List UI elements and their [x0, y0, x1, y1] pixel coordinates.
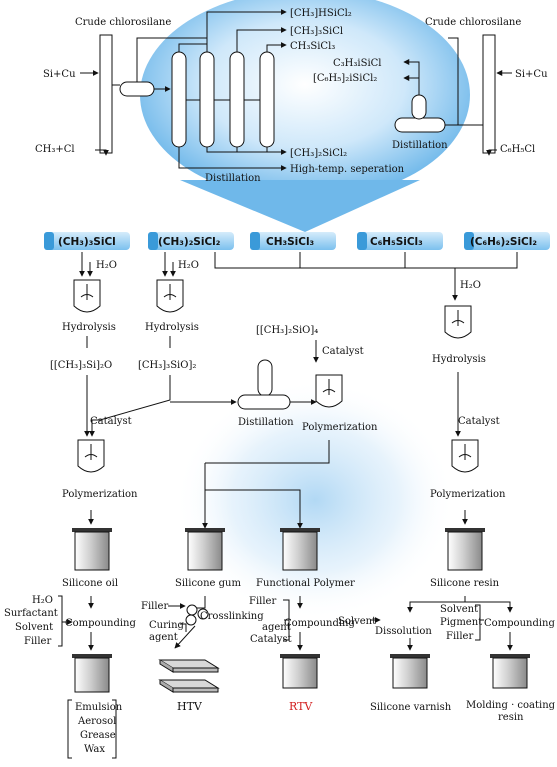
top-glow [140, 0, 470, 200]
oil-output-3: Wax [84, 744, 105, 755]
gum-curing-1: Curing [149, 620, 185, 631]
distillation-left-label: Distillation [205, 173, 261, 184]
fp-filler: Filler [249, 596, 276, 607]
crude-left-label: Crude chlorosilane [75, 17, 171, 28]
resin-compounding: Compounding [484, 618, 555, 629]
right-reactor [482, 34, 496, 154]
h2o-2: H₂O [178, 260, 199, 271]
svg-text:C₆H₅SiCl₃: C₆H₅SiCl₃ [370, 236, 423, 248]
hydrolysis-1: Hydrolysis [62, 322, 116, 333]
coating-label-2: resin [498, 712, 524, 723]
monomer-pill-1: (CH₃)₃SiCl [44, 232, 130, 250]
column-2 [199, 51, 215, 148]
monomer-pill-2: (CH₃)₂SiCl₂ [148, 232, 234, 250]
gum-curing-2: agent [149, 632, 178, 643]
gum-crosslinking: Crosslinking [200, 611, 264, 622]
drum-varnish [390, 654, 430, 689]
svg-text:(C₆H₆)₂SiCl₂: (C₆H₆)₂SiCl₂ [470, 236, 537, 248]
h2o-1: H₂O [96, 260, 117, 271]
oil-compounding: Compounding [65, 618, 136, 629]
center-glow [175, 380, 455, 620]
svg-text:(CH₃)₃SiCl: (CH₃)₃SiCl [58, 236, 116, 248]
fp-compounding: Compounding [284, 618, 355, 629]
svg-text:CH₃SiCl₃: CH₃SiCl₃ [266, 236, 315, 248]
left-reactor [99, 34, 113, 154]
oil-output-2: Grease [80, 730, 116, 741]
silicone-oil-label: Silicone oil [62, 578, 118, 589]
prod-3: CH₃SiCl₃ [290, 41, 335, 52]
drum-rtv [280, 654, 320, 689]
center-column [257, 359, 273, 397]
resin-solvent: Solvent [338, 616, 376, 627]
center-separator [237, 394, 291, 410]
prod-2: [CH₃]₃SiCl [290, 26, 343, 37]
c6h5cl-label: C₆H₅Cl [500, 144, 535, 155]
column-1 [171, 51, 187, 148]
oil-input-3: Filler [24, 636, 51, 647]
resin-input-1: Pigment [440, 617, 482, 628]
ph-1: C₃H₃iSiCl [333, 58, 382, 69]
drum-silicone-oil [72, 528, 112, 571]
ph-2: [C₆H₅]₂iSiCl₂ [313, 73, 377, 84]
hydrolysis-3: Hydrolysis [432, 354, 486, 365]
oil-output-0: Emulsion [75, 702, 123, 713]
roller-2 [197, 608, 209, 620]
crude-right-label: Crude chlorosilane [425, 17, 521, 28]
functional-polymer-label: Functional Polymer [256, 578, 355, 589]
svg-text:(CH₃)₂SiCl₂: (CH₃)₂SiCl₂ [158, 236, 221, 248]
monomer-pill-5: (C₆H₆)₂SiCl₂ [464, 232, 550, 250]
distillation-center: Distillation [238, 417, 294, 428]
drum-functional-polymer [280, 528, 320, 571]
catalyst-a: Catalyst [90, 416, 132, 427]
high-temp-label: High-temp. seperation [290, 164, 405, 175]
resin-input-0: Solvent [440, 604, 478, 615]
monomer-pill-3: CH₃SiCl₃ [250, 232, 336, 250]
silicone-resin-label: Silicone resin [430, 578, 500, 589]
silicone-gum-label: Silicone gum [175, 578, 241, 589]
monomer-pill-4: C₆H₅SiCl₃ [357, 232, 443, 250]
column-4 [259, 51, 275, 148]
funnel-arrow [180, 180, 420, 232]
drum-silicone-resin [445, 528, 485, 571]
gum-filler: Filler [141, 601, 168, 612]
oil-input-2: Solvent [15, 622, 53, 633]
prod-4: [CH₃]₂SiCl₂ [290, 148, 347, 159]
column-3 [229, 51, 245, 148]
fp-agent: agent [262, 622, 291, 633]
distillation-right-label: Distillation [392, 140, 448, 151]
resin-input-2: Filler [446, 631, 473, 642]
prod-1: [CH₃]HSiCl₂ [290, 8, 352, 19]
catalyst-c: Catalyst [458, 416, 500, 427]
resin-dissolution: Dissolution [375, 626, 432, 637]
polymerization-center: Polymerization [302, 422, 378, 433]
oil-output-1: Aerosol [77, 716, 116, 727]
hydrolysis-2: Hydrolysis [145, 322, 199, 333]
polymerization-left: Polymerization [62, 489, 138, 500]
si-cu-right: Si+Cu [515, 69, 548, 80]
int-2: [CH₃]₃SiO]₂ [138, 360, 196, 371]
int-1: [[CH₃]₃Si]₂O [50, 360, 112, 371]
drum-silicone-gum [185, 528, 225, 571]
right-column [411, 94, 427, 120]
si-cu-left: Si+Cu [43, 69, 76, 80]
varnish-label: Silicone varnish [370, 702, 452, 713]
right-separator [394, 117, 446, 133]
oil-input-0: H₂O [32, 595, 53, 606]
roller-1 [186, 604, 198, 616]
fp-catalyst: Catalyst [250, 634, 292, 645]
ch3cl-label: CH₃+Cl [35, 144, 75, 155]
h2o-3: H₂O [460, 280, 481, 291]
cyclic-label: [[CH₃]₂SiO]₄ [256, 325, 318, 336]
coating-label-1: Molding · coating [466, 700, 556, 711]
rtv-label: RTV [289, 700, 313, 713]
left-separator [119, 81, 155, 97]
drum-coating [490, 654, 530, 689]
roller-3 [185, 614, 197, 626]
catalyst-b: Catalyst [322, 346, 364, 357]
htv-label: HTV [177, 700, 203, 713]
drum-emulsion [72, 654, 112, 693]
oil-input-1: Surfactant [4, 608, 58, 619]
polymerization-right: Polymerization [430, 489, 506, 500]
